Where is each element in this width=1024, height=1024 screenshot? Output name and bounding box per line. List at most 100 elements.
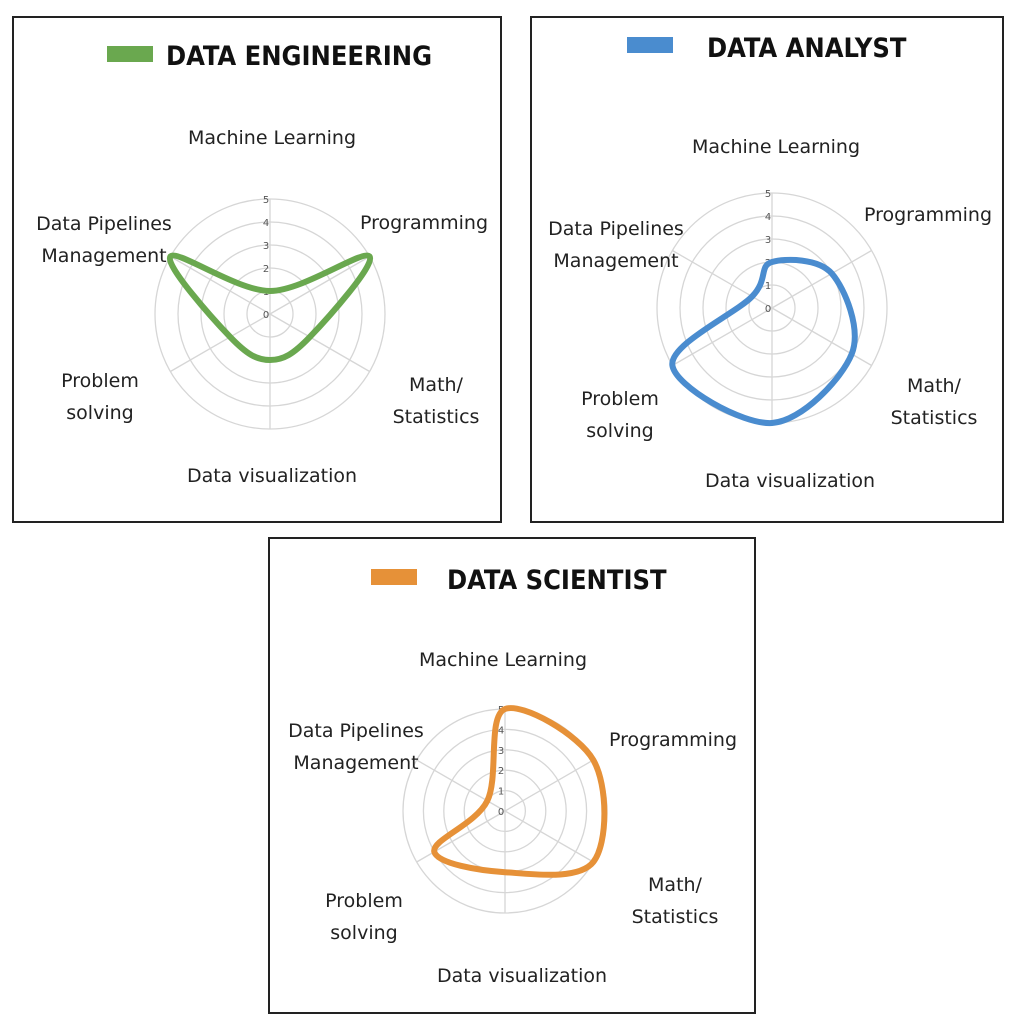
axis-label-machine-learning: Machine Learning — [188, 127, 356, 149]
chart-title: DATA SCIENTIST — [447, 565, 667, 596]
tick-label: 0 — [263, 310, 269, 321]
axis-label-data-visualization: Data visualization — [187, 465, 357, 487]
data-point-programming — [829, 271, 835, 276]
series-line — [669, 256, 858, 427]
axis-label-line: Data Pipelines — [36, 213, 172, 235]
tick-label: 4 — [498, 725, 504, 736]
axis-label-line: Data Pipelines — [548, 218, 684, 240]
data-point-data-visualization — [502, 869, 508, 875]
data-point-data-visualization — [769, 420, 775, 426]
axis-label-line: Management — [553, 250, 678, 272]
tick-label: 4 — [263, 218, 269, 229]
axis-label-line: Data visualization — [705, 470, 875, 492]
axis-label-data-visualization: Data visualization — [437, 965, 607, 987]
axis-label-math-statistics: Math/Statistics — [393, 374, 480, 428]
grid-spoke — [672, 307, 773, 367]
axis-label-line: Math/ — [648, 874, 703, 896]
grid-spoke — [269, 313, 370, 373]
axis-label-line: Statistics — [891, 407, 978, 429]
grid-spoke — [771, 249, 872, 309]
data-point-data-pipelines-management — [484, 798, 490, 804]
legend-swatch — [627, 37, 673, 53]
tick-label: 2 — [498, 766, 504, 777]
tick-label: 3 — [263, 241, 269, 252]
data-point-data-visualization — [267, 357, 273, 363]
axis-label-line: Machine Learning — [188, 127, 356, 149]
data-point-machine-learning — [502, 706, 508, 712]
axis-label-line: Data visualization — [187, 465, 357, 487]
legend-swatch — [107, 46, 153, 62]
axis-label-problem-solving: Problem solving — [325, 890, 403, 944]
data-point-math-statistics — [849, 351, 855, 357]
axis-label-line: Statistics — [632, 906, 719, 928]
grid-spoke — [416, 759, 506, 812]
axis-label-machine-learning: Machine Learning — [419, 649, 587, 671]
grid-spoke — [170, 313, 271, 373]
axis-label-line: solving — [66, 402, 133, 424]
tick-label: 5 — [263, 195, 269, 206]
axis-label-line: Statistics — [393, 406, 480, 428]
data-point-problem-solving — [431, 849, 437, 855]
grid-spoke — [672, 249, 773, 309]
grid-spoke — [771, 307, 872, 367]
tick-label: 0 — [765, 304, 771, 315]
data-point-math-statistics — [590, 859, 596, 865]
axis-label-line: Management — [41, 245, 166, 267]
data-point-problem-solving — [227, 334, 233, 340]
data-point-machine-learning — [769, 259, 775, 265]
axis-label-math-statistics: Math/Statistics — [632, 874, 719, 928]
tick-label: 3 — [765, 235, 771, 246]
axis-label-line: Math/ — [907, 375, 962, 397]
tick-label: 2 — [263, 264, 269, 275]
tick-label: 5 — [765, 189, 771, 200]
grid-spoke — [504, 759, 594, 812]
axis-label-machine-learning: Machine Learning — [692, 136, 860, 158]
axis-label-line: Data visualization — [437, 965, 607, 987]
axis-label-line: Data Pipelines — [288, 720, 424, 742]
axis-label-line: Math/ — [409, 374, 464, 396]
axis-label-programming: Programming — [864, 204, 992, 226]
data-point-machine-learning — [267, 288, 273, 294]
axis-label-line: Problem — [581, 388, 659, 410]
tick-label: 3 — [498, 746, 504, 757]
axis-label-line: Machine Learning — [692, 136, 860, 158]
tick-label: 0 — [498, 807, 504, 818]
axis-label-line: Programming — [609, 729, 737, 751]
data-point-programming — [367, 254, 373, 259]
grid-spoke — [416, 810, 506, 863]
tick-label: 1 — [765, 281, 771, 292]
grid-spoke — [170, 255, 271, 315]
axis-label-line: Machine Learning — [419, 649, 587, 671]
legend-swatch — [371, 569, 417, 585]
axis-label-math-statistics: Math/Statistics — [891, 375, 978, 429]
axis-label-line: Programming — [864, 204, 992, 226]
axis-label-data-visualization: Data visualization — [705, 470, 875, 492]
data-point-data-pipelines-management — [749, 294, 755, 299]
grid-spoke — [269, 255, 370, 315]
chart-title: DATA ENGINEERING — [166, 41, 432, 72]
data-point-math-statistics — [307, 334, 313, 340]
data-point-problem-solving — [669, 363, 675, 368]
axis-label-programming: Programming — [360, 212, 488, 234]
axis-label-line: Problem — [325, 890, 403, 912]
grid-spoke — [504, 810, 594, 863]
axis-label-problem-solving: Problem solving — [581, 388, 659, 442]
axis-label-line: Programming — [360, 212, 488, 234]
axis-label-programming: Programming — [609, 729, 737, 751]
axis-label-line: Management — [293, 752, 418, 774]
chart-title: DATA ANALYST — [707, 33, 907, 64]
tick-label: 1 — [498, 787, 504, 798]
axis-label-line: solving — [586, 420, 653, 442]
axis-label-line: solving — [330, 922, 397, 944]
data-point-programming — [590, 757, 596, 763]
